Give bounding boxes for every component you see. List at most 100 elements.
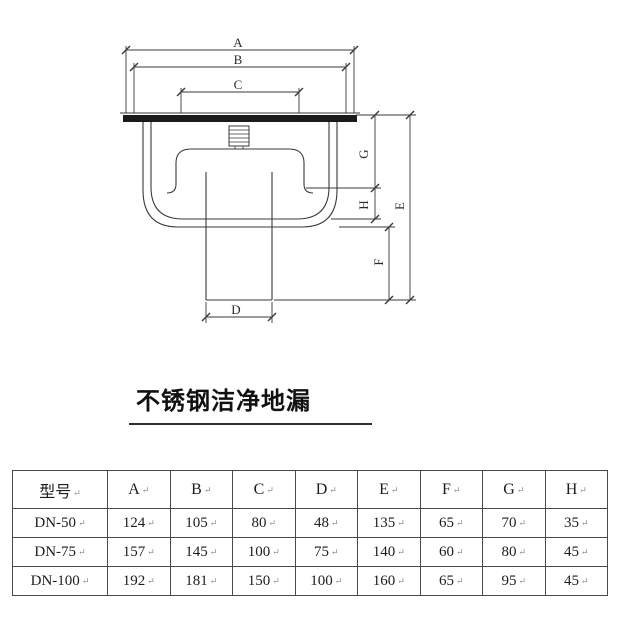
value-cell: 70↵ (482, 508, 546, 538)
model-cell: DN-100↵ (12, 566, 108, 596)
return-mark-icon: ↵ (330, 546, 339, 557)
return-mark-icon: ↵ (272, 546, 280, 557)
dim-label-a: A (233, 35, 243, 50)
outlet-pipe (205, 172, 273, 301)
return-mark-icon: ↵ (141, 484, 150, 495)
dim-g-h: G H (356, 110, 380, 224)
spec-table-head: 型号↵A↵B↵C↵D↵E↵F↵G↵H↵ (12, 470, 608, 509)
return-mark-icon: ↵ (580, 546, 589, 557)
dim-label-f: F (371, 258, 386, 265)
value-cell: 48↵ (294, 508, 358, 538)
dim-label-e: E (392, 202, 407, 210)
value-cell: 100↵ (294, 566, 358, 596)
return-mark-icon: ↵ (73, 487, 81, 498)
return-mark-icon: ↵ (455, 575, 464, 586)
return-mark-icon: ↵ (452, 484, 461, 495)
return-mark-icon: ↵ (147, 546, 155, 557)
return-mark-icon: ↵ (330, 517, 339, 528)
return-mark-icon: ↵ (580, 575, 589, 586)
value-cell: 135↵ (357, 508, 421, 538)
value-cell: 124↵ (107, 508, 171, 538)
col-header-a: A↵ (107, 470, 171, 509)
return-mark-icon: ↵ (518, 517, 527, 528)
dim-label-h: H (356, 200, 371, 209)
dim-d: D (201, 302, 277, 323)
return-mark-icon: ↵ (209, 517, 218, 528)
return-mark-icon: ↵ (209, 575, 218, 586)
spec-table: 型号↵A↵B↵C↵D↵E↵F↵G↵H↵ DN-50↵124↵105↵80↵48↵… (12, 470, 608, 596)
dim-label-g: G (356, 149, 371, 158)
return-mark-icon: ↵ (209, 546, 218, 557)
return-mark-icon: ↵ (397, 575, 405, 586)
return-mark-icon: ↵ (147, 517, 155, 528)
return-mark-icon: ↵ (580, 517, 589, 528)
return-mark-icon: ↵ (455, 517, 464, 528)
value-cell: 45↵ (544, 566, 608, 596)
dim-label-c: C (234, 77, 243, 92)
col-header-f: F↵ (419, 470, 483, 509)
drain-bowl (142, 122, 338, 228)
col-header-d: D↵ (294, 470, 358, 509)
return-mark-icon: ↵ (78, 517, 86, 528)
value-cell: 80↵ (232, 508, 296, 538)
return-mark-icon: ↵ (78, 546, 86, 557)
dim-label-d: D (231, 302, 240, 317)
dim-c: C (176, 77, 304, 113)
return-mark-icon: ↵ (397, 546, 405, 557)
value-cell: 65↵ (419, 508, 483, 538)
value-cell: 145↵ (169, 537, 233, 567)
spec-table-body: DN-50↵124↵105↵80↵48↵135↵65↵70↵35↵DN-75↵1… (12, 508, 608, 596)
center-screw (228, 125, 250, 149)
return-mark-icon: ↵ (579, 484, 587, 495)
return-mark-icon: ↵ (272, 575, 280, 586)
col-header-b: B↵ (169, 470, 233, 509)
spec-row-dn-75: DN-75↵157↵145↵100↵75↵140↵60↵80↵45↵ (12, 537, 608, 567)
dim-a: A (121, 35, 359, 113)
value-cell: 160↵ (357, 566, 421, 596)
spec-row-dn-50: DN-50↵124↵105↵80↵48↵135↵65↵70↵35↵ (12, 508, 608, 538)
spec-row-dn-100: DN-100↵192↵181↵150↵100↵160↵65↵95↵45↵ (12, 566, 608, 596)
value-cell: 65↵ (419, 566, 483, 596)
col-header-model: 型号↵ (12, 470, 108, 509)
return-mark-icon: ↵ (268, 517, 277, 528)
product-title: 不锈钢洁净地漏 (129, 381, 372, 425)
return-mark-icon: ↵ (455, 546, 464, 557)
return-mark-icon: ↵ (203, 484, 212, 495)
return-mark-icon: ↵ (390, 484, 399, 495)
extension-lines-right (274, 114, 416, 301)
return-mark-icon: ↵ (516, 484, 525, 495)
dim-label-b: B (234, 52, 243, 67)
dim-f: F (371, 222, 394, 305)
value-cell: 150↵ (232, 566, 296, 596)
flange-plate (120, 112, 360, 122)
return-mark-icon: ↵ (397, 517, 405, 528)
value-cell: 75↵ (294, 537, 358, 567)
value-cell: 140↵ (357, 537, 421, 567)
value-cell: 100↵ (232, 537, 296, 567)
model-cell: DN-75↵ (12, 537, 108, 567)
col-header-c: C↵ (232, 470, 296, 509)
return-mark-icon: ↵ (518, 575, 527, 586)
dim-b: B (129, 52, 351, 113)
value-cell: 80↵ (482, 537, 546, 567)
value-cell: 60↵ (419, 537, 483, 567)
return-mark-icon: ↵ (81, 575, 90, 586)
col-header-e: E↵ (357, 470, 421, 509)
value-cell: 95↵ (482, 566, 546, 596)
return-mark-icon: ↵ (147, 575, 155, 586)
value-cell: 157↵ (107, 537, 171, 567)
dim-e: E (392, 110, 415, 305)
value-cell: 192↵ (107, 566, 171, 596)
value-cell: 105↵ (169, 508, 233, 538)
water-seal-cup (166, 148, 314, 194)
technical-drawing: A B C (120, 35, 416, 323)
return-mark-icon: ↵ (266, 484, 274, 495)
value-cell: 45↵ (544, 537, 608, 567)
spec-header-row: 型号↵A↵B↵C↵D↵E↵F↵G↵H↵ (12, 470, 608, 509)
col-header-h: H↵ (544, 470, 608, 509)
return-mark-icon: ↵ (518, 546, 527, 557)
return-mark-icon: ↵ (329, 484, 337, 495)
model-cell: DN-50↵ (12, 508, 108, 538)
col-header-g: G↵ (482, 470, 546, 509)
value-cell: 35↵ (544, 508, 608, 538)
